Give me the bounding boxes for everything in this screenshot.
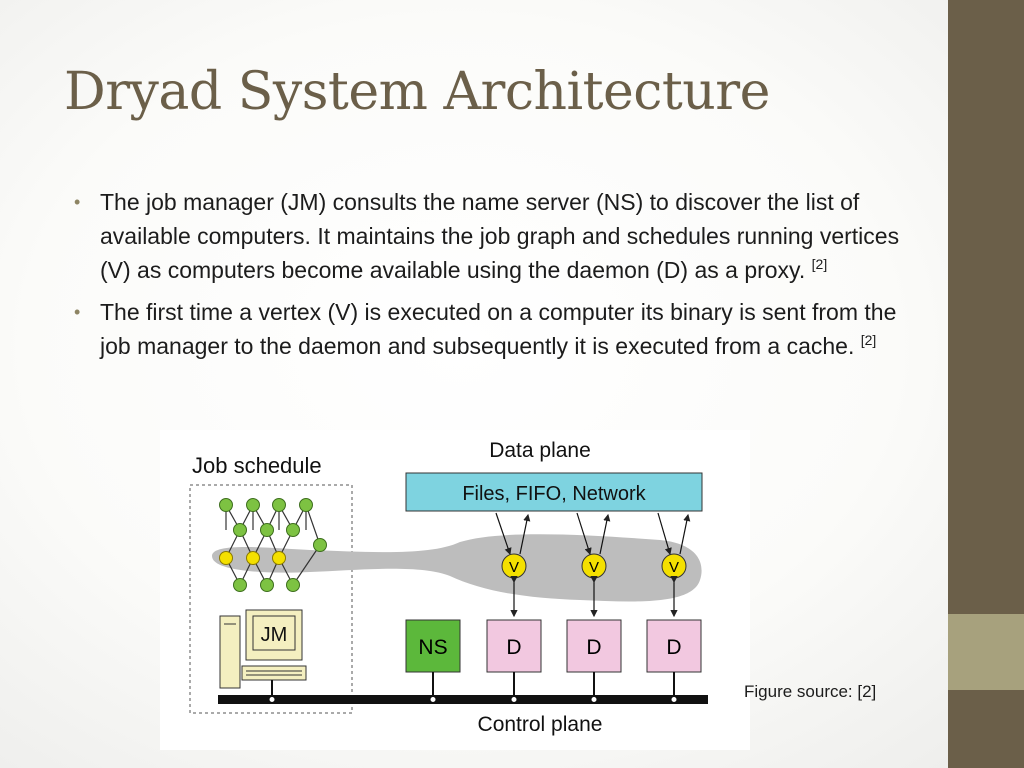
ns-label: NS — [418, 636, 447, 659]
running-vertex-nodes — [219, 551, 286, 565]
data-plane-arrows — [495, 512, 691, 556]
bullet-dot-icon: • — [74, 192, 81, 212]
job-graph-nodes — [219, 498, 327, 592]
bullet-item: • The first time a vertex (V) is execute… — [72, 295, 907, 363]
architecture-diagram: Job schedule JM Data plan — [160, 430, 750, 750]
jm-label: JM — [261, 624, 288, 646]
daemon-label: D — [586, 636, 601, 659]
vertex-label: V — [589, 559, 599, 576]
vertex-label: V — [509, 559, 519, 576]
daemon-label: D — [666, 636, 681, 659]
vertex-nodes — [501, 553, 687, 579]
citation: [2] — [811, 256, 828, 272]
computer-icon — [219, 609, 307, 689]
citation: [2] — [860, 332, 877, 348]
job-schedule-label: Job schedule — [192, 453, 322, 478]
job-schedule-box — [189, 484, 353, 714]
ns-box — [405, 619, 461, 673]
slide-title: Dryad System Architecture — [64, 62, 770, 122]
data-plane-box — [405, 472, 703, 512]
execution-blob — [212, 534, 702, 602]
daemon-box — [486, 619, 542, 673]
daemon-box — [646, 619, 702, 673]
data-plane-label: Data plane — [489, 439, 591, 462]
daemon-label: D — [506, 636, 521, 659]
control-plane-bus — [218, 695, 708, 704]
control-plane-label: Control plane — [478, 713, 603, 736]
data-plane-box-label: Files, FIFO, Network — [462, 483, 646, 505]
figure-source: Figure source: [2] — [744, 682, 877, 701]
bus-junctions — [268, 696, 678, 703]
daemon-box — [566, 619, 622, 673]
bullet-list: • The job manager (JM) consults the name… — [72, 185, 907, 371]
vertex-label: V — [669, 559, 679, 576]
daemon-arrows — [510, 576, 678, 618]
bullet-item: • The job manager (JM) consults the name… — [72, 185, 907, 287]
right-accent-block — [948, 614, 1024, 690]
architecture-figure: Job schedule JM Data plan — [160, 430, 750, 750]
bullet-text: The job manager (JM) consults the name s… — [100, 189, 900, 283]
bullet-dot-icon: • — [74, 302, 81, 322]
bullet-text: The first time a vertex (V) is executed … — [100, 299, 897, 359]
